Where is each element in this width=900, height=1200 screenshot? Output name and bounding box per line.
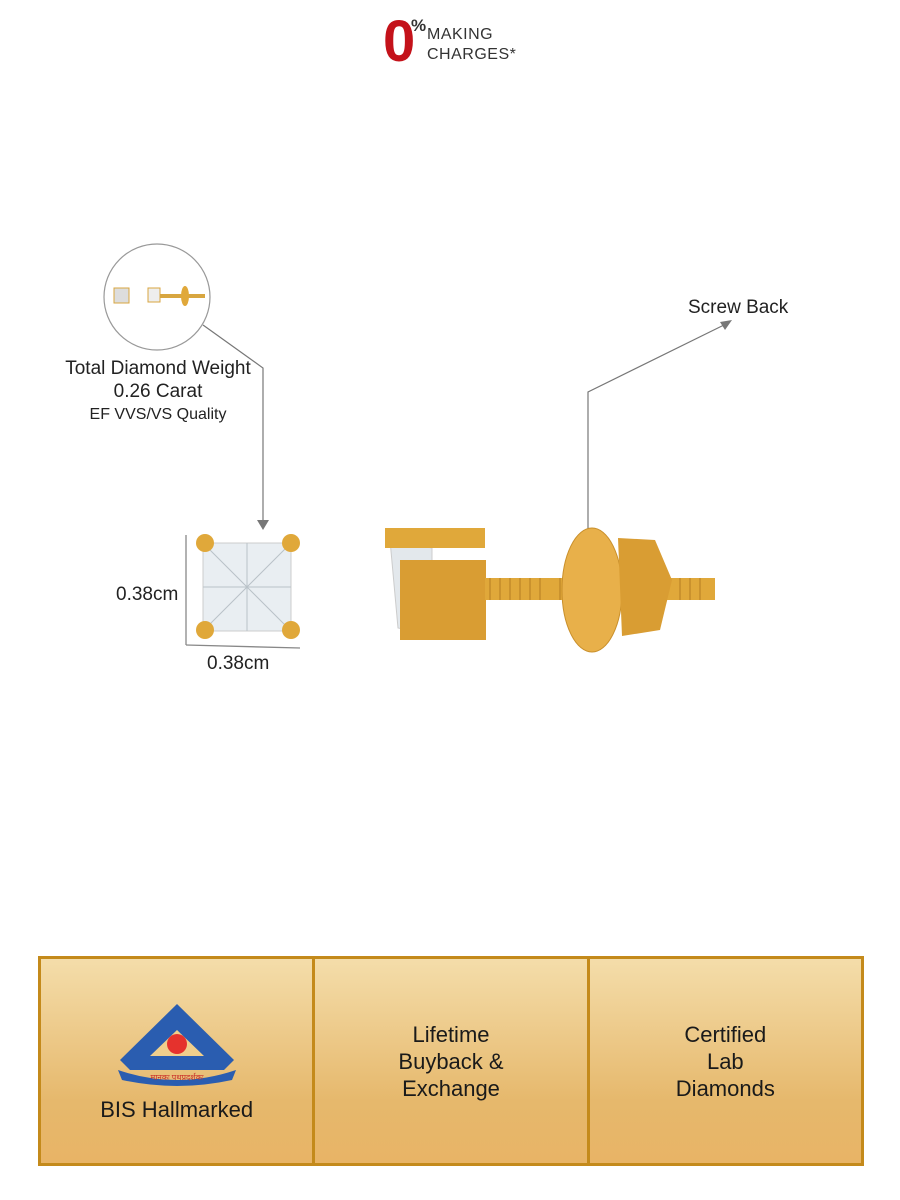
badge-percent: % <box>411 16 427 35</box>
bis-logo-icon: मानकः पथप्रदर्शकः <box>117 1003 236 1086</box>
feature-line: Certified <box>684 1021 767 1047</box>
zero-making-charges-badge: 0 % MAKING CHARGES* <box>383 9 523 74</box>
feature-lifetime-buyback: Lifetime Buyback & Exchange <box>315 959 590 1163</box>
diamond-weight-title: Total Diamond Weight <box>65 358 251 379</box>
feature-line: Lab <box>706 1048 744 1074</box>
feature-band: मानकः पथप्रदर्शकः BIS Hallmarked Lifetim… <box>38 956 864 1166</box>
feature-certified-lab-diamonds: Certified Lab Diamonds <box>589 959 861 1163</box>
height-dimension: 0.38cm <box>116 584 179 605</box>
feature-line: Exchange <box>402 1075 500 1101</box>
feature-line: Buyback & <box>398 1048 504 1074</box>
bis-hallmarked-label: BIS Hallmarked <box>100 1096 254 1122</box>
thumbnail-stud-side <box>147 286 205 306</box>
stud-side-view <box>385 527 715 653</box>
badge-line2: CHARGES* <box>427 46 517 63</box>
dimension-arrows <box>185 535 301 649</box>
screw-back-label: Screw Back <box>688 297 789 318</box>
feature-line: Diamonds <box>675 1075 775 1101</box>
feature-bis-hallmarked: मानकः पथप्रदर्शकः BIS Hallmarked <box>41 959 316 1163</box>
screw-back-leader-line <box>587 322 729 538</box>
svg-text:मानकः पथप्रदर्शकः: मानकः पथप्रदर्शकः <box>150 1072 203 1082</box>
badge-zero: 0 <box>383 9 416 74</box>
feature-line: Lifetime <box>412 1021 490 1047</box>
product-illustration <box>103 243 732 653</box>
stud-front-view <box>196 534 300 639</box>
weight-leader-line <box>202 324 264 528</box>
diamond-weight-value: 0.26 Carat <box>113 381 203 402</box>
width-dimension: 0.38cm <box>207 653 270 674</box>
thumbnail-stud-front <box>113 287 130 304</box>
diamond-quality: EF VVS/VS Quality <box>89 406 227 423</box>
badge-line1: MAKING <box>427 26 494 43</box>
